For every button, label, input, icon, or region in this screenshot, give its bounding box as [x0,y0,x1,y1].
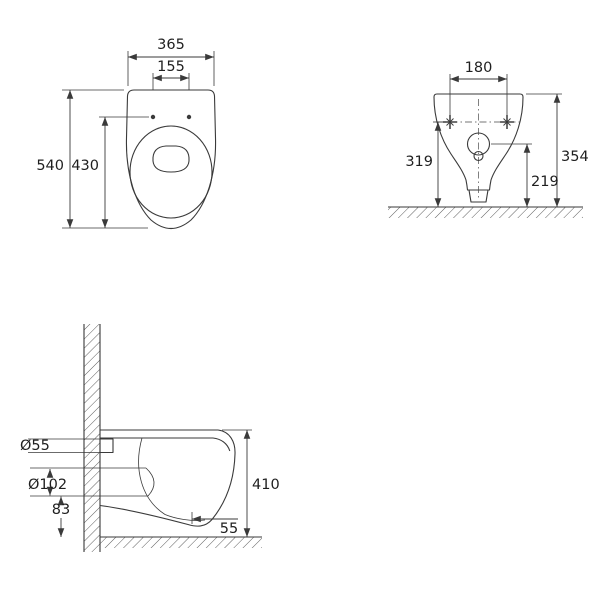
dim-overall-depth: 540 [36,89,148,229]
dim-inlet-diameter: Ø55 [20,438,100,454]
inlet-spigot [99,438,114,454]
dim-outlet-diameter: Ø102 [28,469,67,496]
seat-fixing-hole-right [186,114,192,120]
rear-ground [388,206,583,218]
dim-outlet-offset-label: 55 [220,521,238,537]
dim-fixing-spacing-label: 180 [465,60,493,76]
dim-fixing-spacing: 180 [449,60,508,117]
seat-fixing-hole-left [150,114,156,120]
dim-fixing-height: 319 [405,121,445,207]
dim-overall-width: 365 [127,37,215,86]
dim-overall-width-label: 365 [157,37,185,53]
dim-fixing-height-label: 319 [405,154,433,170]
dim-overall-height: 354 [526,93,589,207]
rear-view: 180 319 354 219 [388,60,589,218]
dim-overall-depth-label: 540 [36,158,64,174]
dim-bowl-depth: 430 [71,116,149,228]
dim-rim-height: 410 [222,429,280,537]
dim-outlet-offset: 55 [191,512,238,537]
side-profile-outline [99,429,236,527]
floor-section [100,536,262,548]
inner-bowl-line [138,437,166,515]
side-seat-line [100,437,231,452]
dim-hole-spacing: 155 [152,59,190,90]
dim-bowl-depth-label: 430 [71,158,99,174]
wall-section [83,324,101,552]
front-view: 365 155 540 430 [36,37,217,230]
toilet-body-outline [125,89,217,230]
bowl-rim [129,125,213,219]
dim-outlet-height: 219 [491,143,559,207]
trap-bend [141,467,155,497]
dim-rim-height-label: 410 [252,477,280,493]
flush-inlet-circle [466,132,491,156]
side-view: Ø55 Ø102 83 410 55 [20,324,280,552]
dim-outlet-center-height-label: 83 [52,502,70,518]
rear-body-outline [433,93,524,191]
dim-outlet-center-height: 83 [52,496,70,537]
water-surface [152,145,190,173]
dim-hole-spacing-label: 155 [157,59,185,75]
outlet-circle [473,150,484,162]
dim-inlet-diameter-label: Ø55 [20,438,50,454]
dim-overall-height-label: 354 [561,149,589,165]
inner-bottom-line [164,514,206,521]
rear-outlet-stub [468,189,489,203]
dim-outlet-height-label: 219 [531,174,559,190]
dim-outlet-diameter-label: Ø102 [28,477,67,493]
